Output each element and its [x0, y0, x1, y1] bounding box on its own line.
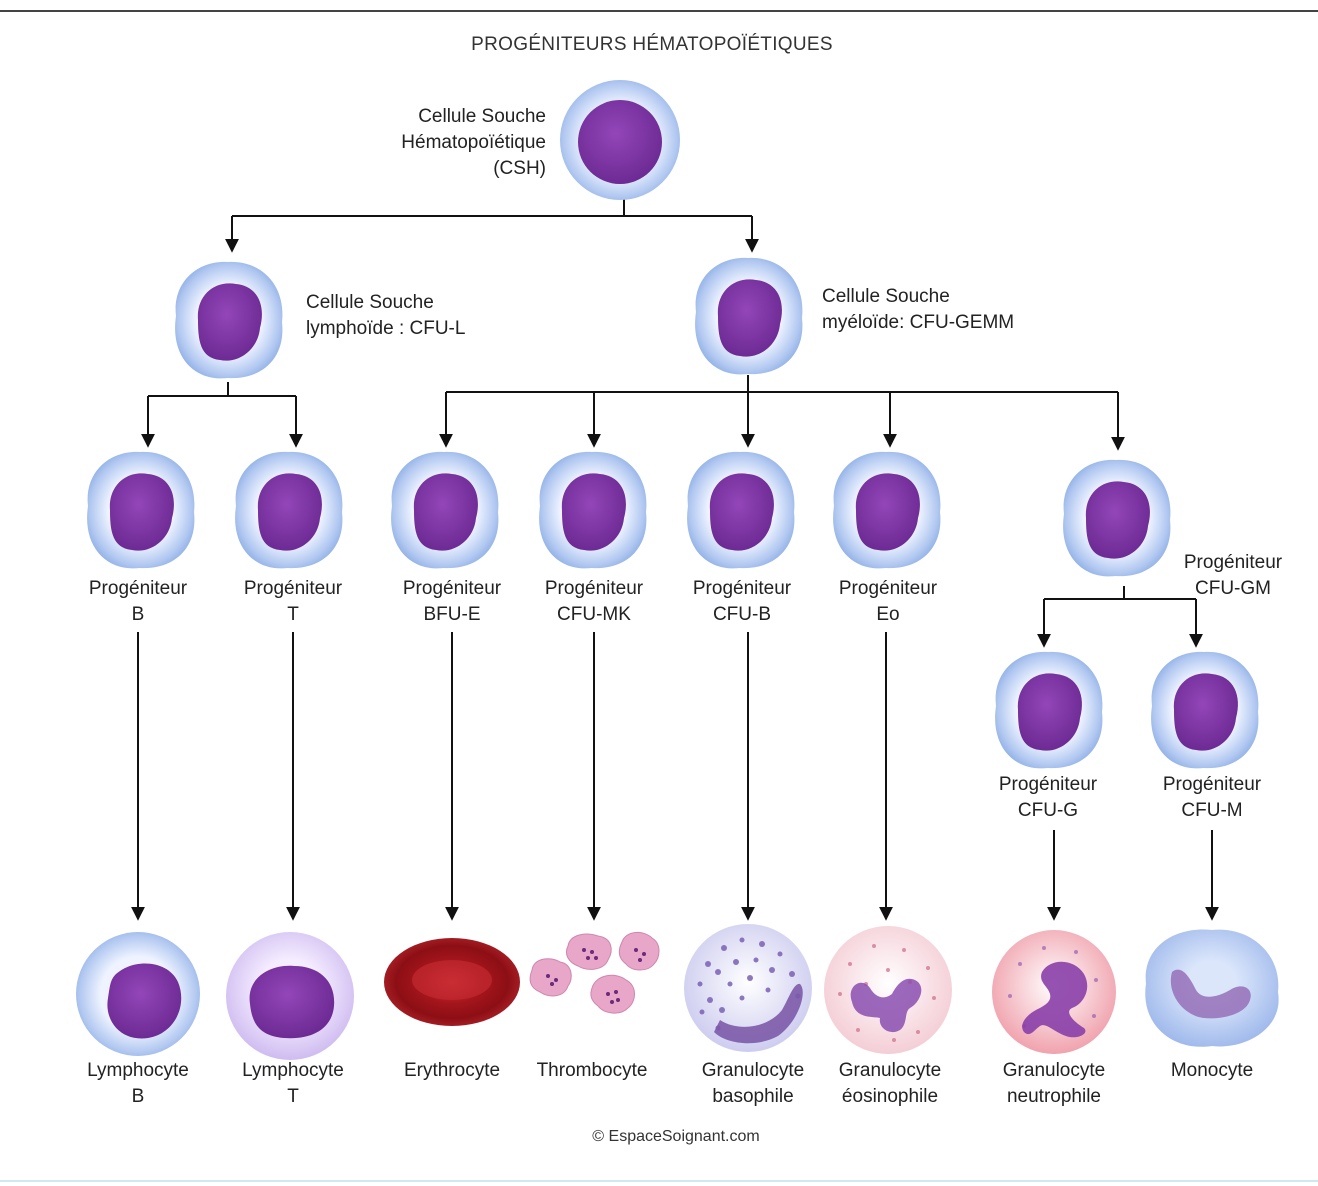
- cfu-l-label: Cellule Souche lymphoïde : CFU-L: [306, 292, 466, 339]
- cfu-gemm-cell: [695, 257, 803, 375]
- erythrocyte-cell: [384, 938, 520, 1026]
- lymphocyte-t-cell: [226, 932, 354, 1060]
- monocyte-cell: [1145, 929, 1279, 1047]
- top-border-line: [0, 10, 1318, 12]
- erythrocyte-label: Erythrocyte: [403, 1060, 501, 1081]
- progenitor-eo-cell: [833, 451, 941, 569]
- lymphocyte-b-cell: [76, 932, 200, 1056]
- basophil-cell: [684, 924, 812, 1052]
- thrombocyte-cells: [529, 932, 660, 1014]
- monocyte-label: Monocyte: [1170, 1060, 1254, 1081]
- cfu-l-cell: [175, 261, 283, 379]
- thrombocyte-label: Thrombocyte: [536, 1060, 648, 1081]
- progenitor-cfu-gm-cell: [1063, 459, 1171, 577]
- progenitor-cfu-mk-cell: [539, 451, 647, 569]
- connector-lines: [131, 197, 1219, 921]
- neutrophil-cell: [992, 930, 1116, 1054]
- copyright-notice: © EspaceSoignant.com: [592, 1128, 760, 1145]
- progenitor-bfu-e-cell: [391, 451, 499, 569]
- progenitor-cfu-m-cell: [1151, 651, 1259, 769]
- progenitor-t-cell: [235, 451, 343, 569]
- csh-label: Cellule Souche Hématopoïétique (CSH): [401, 106, 546, 179]
- progenitor-cfu-b-cell: [687, 451, 795, 569]
- progenitor-cfu-g-cell: [995, 651, 1103, 769]
- cfu-gemm-label: Cellule Souche myéloïde: CFU-GEMM: [822, 286, 1015, 333]
- bottom-border-line: [0, 1180, 1318, 1182]
- progenitor-b-cell: [87, 451, 195, 569]
- csh-cell: [560, 80, 680, 200]
- diagram-title: PROGÉNITEURS HÉMATOPOÏÉTIQUES: [471, 34, 833, 55]
- eosinophil-cell: [824, 926, 952, 1054]
